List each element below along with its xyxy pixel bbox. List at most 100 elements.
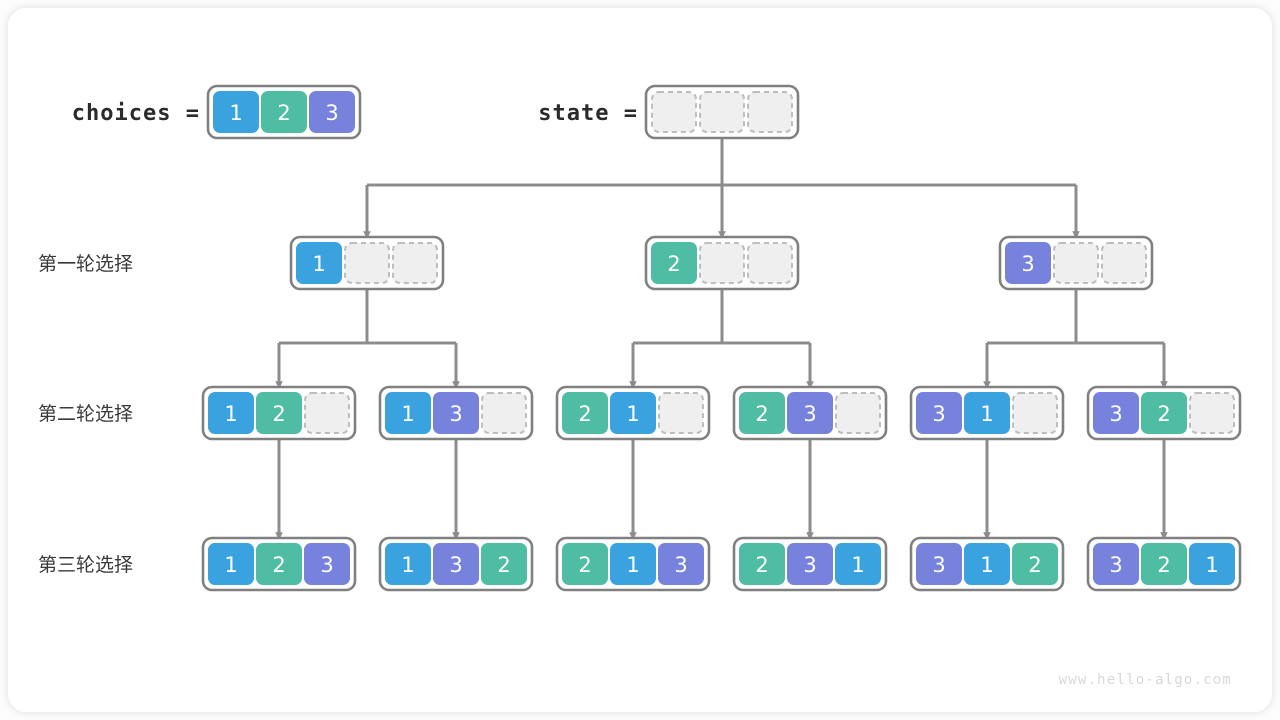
- array-cell-filled: [787, 543, 833, 585]
- array-cell-empty: [747, 91, 793, 133]
- node-round1-1[interactable]: 1: [289, 235, 445, 291]
- array-cell-filled: [208, 392, 254, 434]
- row-label-3: 第三轮选择: [38, 554, 133, 576]
- array-cell-value: 3: [803, 402, 816, 426]
- array-cell-filled: [296, 242, 342, 284]
- array-cell-value: 3: [325, 101, 338, 125]
- array-cell-empty: [747, 242, 793, 284]
- array-cell-filled: [658, 543, 704, 585]
- array-cell-value: 1: [1205, 553, 1218, 577]
- array-cell-filled: [1093, 543, 1139, 585]
- array-cell-empty: [699, 91, 745, 133]
- array-cell-filled: [739, 543, 785, 585]
- array-cell-value: 1: [626, 402, 639, 426]
- array-cell-value: 1: [851, 553, 864, 577]
- array-cell-value: 1: [224, 553, 237, 577]
- array-cell-empty: [651, 91, 697, 133]
- choices-label: choices =: [72, 101, 200, 126]
- array-cell-value: 1: [626, 553, 639, 577]
- array-cell-filled: [1093, 392, 1139, 434]
- node-round1-3[interactable]: 3: [998, 235, 1154, 291]
- row-label-2: 第二轮选择: [38, 403, 133, 425]
- node-round1-2[interactable]: 2: [644, 235, 800, 291]
- array-cell-filled: [1005, 242, 1051, 284]
- array-cell-filled: [916, 392, 962, 434]
- array-cell-value: 2: [272, 553, 285, 577]
- array-cell-value: 3: [932, 553, 945, 577]
- array-cell-empty: [1189, 392, 1235, 434]
- array-cell-filled: [261, 91, 307, 133]
- array-cell-value: 3: [449, 553, 462, 577]
- array-cell-value: 3: [1109, 553, 1122, 577]
- array-cell-empty: [658, 392, 704, 434]
- array-cell-empty: [304, 392, 350, 434]
- array-cell-empty: [344, 242, 390, 284]
- array-cell-filled: [651, 242, 697, 284]
- array-cell-value: 3: [803, 553, 816, 577]
- array-cell-value: 3: [674, 553, 687, 577]
- array-cell-filled: [562, 543, 608, 585]
- node-round3-6[interactable]: 3 2 1: [1086, 536, 1242, 592]
- array-cell-empty: [699, 242, 745, 284]
- row-label-1: 第一轮选择: [38, 253, 133, 275]
- tree-edges: [275, 138, 1168, 541]
- array-cell-filled: [256, 543, 302, 585]
- array-cell-value: 2: [497, 553, 510, 577]
- array-cell-filled: [916, 543, 962, 585]
- array-cell-empty: [835, 392, 881, 434]
- array-cell-value: 3: [320, 553, 333, 577]
- watermark: www.hello-algo.com: [1059, 672, 1232, 688]
- array-cell-filled: [964, 543, 1010, 585]
- array-cell-filled: [385, 392, 431, 434]
- array-cell-filled: [610, 392, 656, 434]
- array-cell-value: 2: [277, 101, 290, 125]
- array-cell-value: 1: [224, 402, 237, 426]
- array-cell-filled: [481, 543, 527, 585]
- array-cell-value: 3: [932, 402, 945, 426]
- array-cell-value: 3: [1021, 252, 1034, 276]
- array-cell-value: 3: [1109, 402, 1122, 426]
- array-cell-value: 2: [578, 553, 591, 577]
- array-cell-filled: [610, 543, 656, 585]
- array-cell-filled: [1141, 392, 1187, 434]
- array-cell-filled: [304, 543, 350, 585]
- array-cell-empty: [1101, 242, 1147, 284]
- array-cell-filled: [562, 392, 608, 434]
- array-cell-value: 2: [755, 402, 768, 426]
- node-round3-1[interactable]: 1 2 3: [201, 536, 357, 592]
- array-cell-filled: [1141, 543, 1187, 585]
- array-cell-value: 1: [401, 402, 414, 426]
- array-cell-filled: [433, 543, 479, 585]
- array-cell-value: 2: [667, 252, 680, 276]
- array-cell-value: 1: [980, 402, 993, 426]
- array-cell-value: 2: [1157, 553, 1170, 577]
- array-cell-empty: [1012, 392, 1058, 434]
- state-array[interactable]: [644, 84, 800, 140]
- array-cell-filled: [835, 543, 881, 585]
- array-cell-filled: [787, 392, 833, 434]
- array-cell-value: 1: [980, 553, 993, 577]
- array-cell-value: 3: [449, 402, 462, 426]
- array-cell-filled: [309, 91, 355, 133]
- array-cell-filled: [208, 543, 254, 585]
- array-cell-filled: [964, 392, 1010, 434]
- state-label: state =: [538, 101, 638, 126]
- array-cell-value: 2: [272, 402, 285, 426]
- node-round3-3[interactable]: 2 1 3: [555, 536, 711, 592]
- array-cell-filled: [739, 392, 785, 434]
- array-cell-empty: [481, 392, 527, 434]
